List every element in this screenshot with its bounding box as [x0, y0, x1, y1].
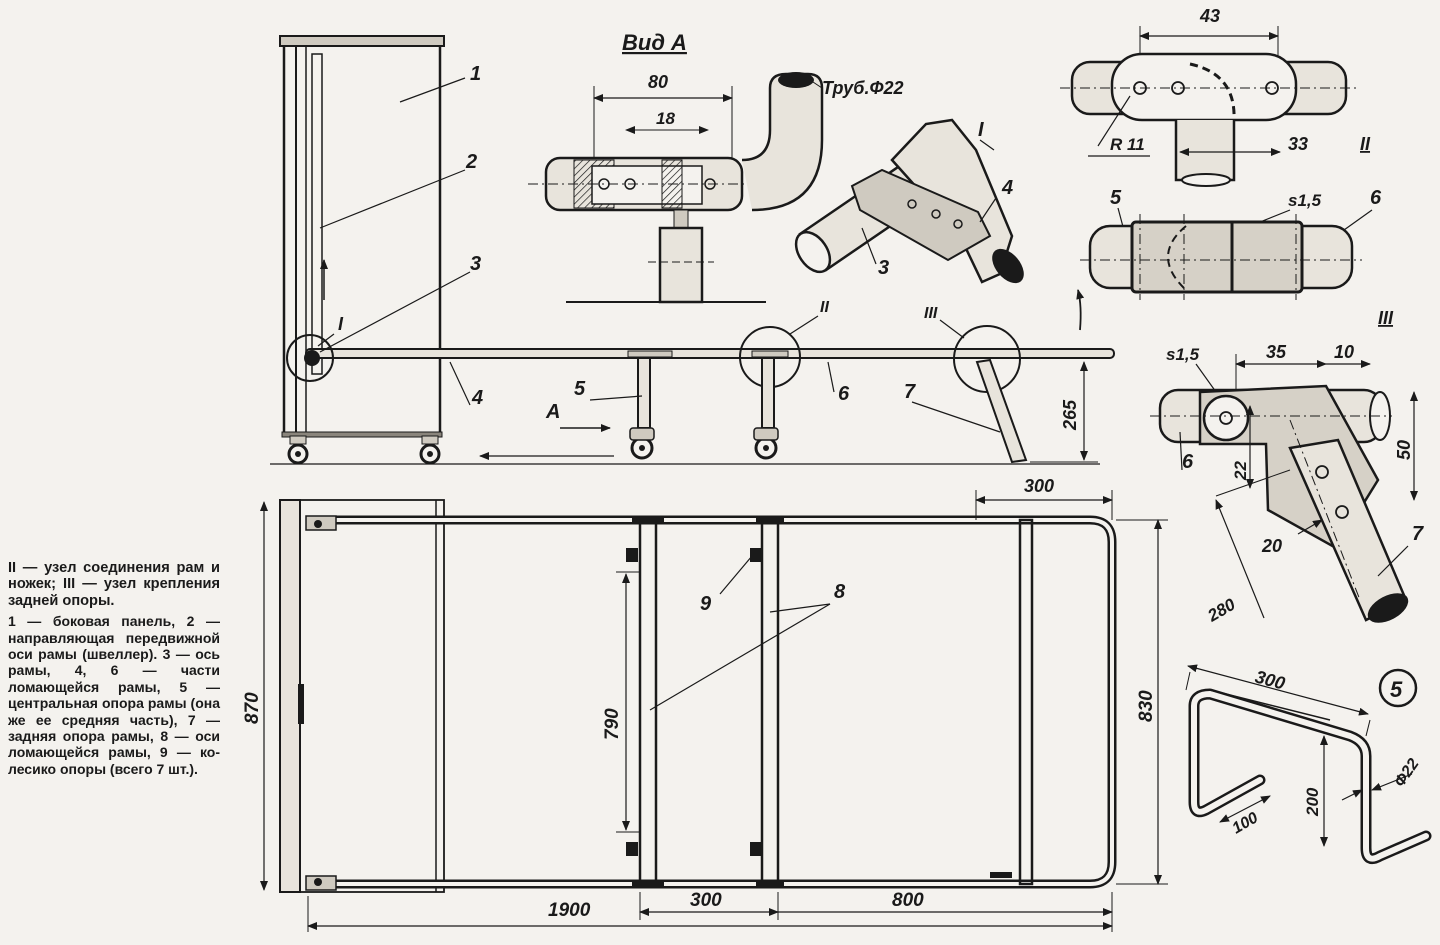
dim-790: 790: [602, 708, 623, 740]
figure-number-circle: [1378, 668, 1418, 708]
part-label-1: 1: [470, 63, 481, 85]
tube-note: Труб.Ф22: [822, 78, 904, 98]
dim-22: 22: [1231, 461, 1250, 481]
rear-support: [975, 358, 1028, 464]
part-label-7: 7: [904, 381, 916, 403]
guide-channel: [311, 53, 323, 375]
plan-view: 790 9 8 300 870 830 300 800 1900: [242, 476, 1168, 932]
panel-casters: [287, 435, 441, 465]
node-ii-thickness: s1,5: [1288, 191, 1322, 210]
dim-35: 35: [1266, 342, 1287, 362]
fig5-dim-100: 100: [1230, 809, 1262, 837]
radius-r11: R 11: [1110, 135, 1145, 154]
dim-80: 80: [648, 72, 668, 92]
dim-300-bottom: 300: [690, 890, 722, 911]
dim-10: 10: [1334, 342, 1354, 362]
node-circle-i: [286, 334, 334, 382]
dim-height-265: 265: [1060, 399, 1080, 431]
part-label-3: 3: [470, 253, 481, 275]
node-i-mark: I: [978, 119, 984, 141]
dim-830: 830: [1136, 690, 1157, 722]
fig5-dim-22: Ф22: [1391, 756, 1422, 791]
node-iii-part-7: 7: [1412, 523, 1424, 545]
node-iii-mark: III: [1378, 308, 1394, 328]
figure-number: 5: [1390, 677, 1403, 702]
caption-intro: II — узел соедине­ния рам и ножек; III —…: [8, 560, 220, 609]
node-ii-mark: II: [1360, 134, 1371, 154]
node-ii-part-6: 6: [1370, 187, 1382, 209]
dim-50: 50: [1394, 440, 1414, 460]
fig5-dim-200: 200: [1303, 787, 1322, 817]
dim-300-top: 300: [1024, 476, 1054, 496]
plan-part-9: 9: [700, 593, 712, 615]
node-iii-detail: III s1,5 35 10 50 22 20 280 6: [1150, 308, 1424, 626]
node-iii-part-6: 6: [1182, 451, 1194, 473]
node-i-part-3: 3: [878, 257, 889, 279]
node-ii-detail: 43 R 11 33 II 5 s1,5 6: [1060, 6, 1382, 300]
caption-legend: 1 — боковая панель, 2 — направляющая пер…: [8, 613, 220, 777]
dim-33: 33: [1288, 134, 1308, 154]
dim-870: 870: [242, 692, 263, 724]
dim-280: 280: [1204, 595, 1239, 626]
dim-800: 800: [892, 890, 924, 911]
node-mark-ii: II: [820, 299, 829, 316]
fig5-dim-300: 300: [1253, 667, 1287, 694]
center-support-legs: [629, 357, 779, 460]
dim-18: 18: [656, 109, 675, 128]
node-ii-part-5: 5: [1110, 187, 1122, 209]
part-label-6: 6: [838, 383, 850, 405]
dim-1900: 1900: [548, 900, 591, 921]
node-mark-i: I: [338, 314, 344, 334]
plan-part-8: 8: [834, 581, 846, 603]
figure-caption: II — узел соедине­ния рам и ножек; III —…: [8, 560, 220, 777]
view-a: Вид А 80 18 Труб.Ф22: [528, 30, 904, 304]
frame-tube: [304, 348, 1115, 366]
node-mark-iii: III: [924, 305, 938, 322]
node-iii-thickness: s1,5: [1166, 345, 1200, 364]
figure-5: 5 300 200 100 Ф22: [1185, 664, 1432, 865]
part-label-5: 5: [574, 378, 586, 400]
side-panel: [279, 35, 445, 438]
view-a-title: Вид А: [622, 30, 687, 55]
part-label-2: 2: [465, 151, 477, 173]
node-i-detail: I 4 3: [794, 118, 1024, 284]
view-arrow-label: A: [545, 401, 560, 423]
dim-20: 20: [1261, 536, 1282, 556]
part-label-4: 4: [471, 387, 483, 409]
dim-43: 43: [1199, 6, 1220, 26]
node-i-part-4: 4: [1001, 177, 1013, 199]
side-view: 1 2 3 4 5 6 7 I II III A 265: [270, 35, 1115, 465]
